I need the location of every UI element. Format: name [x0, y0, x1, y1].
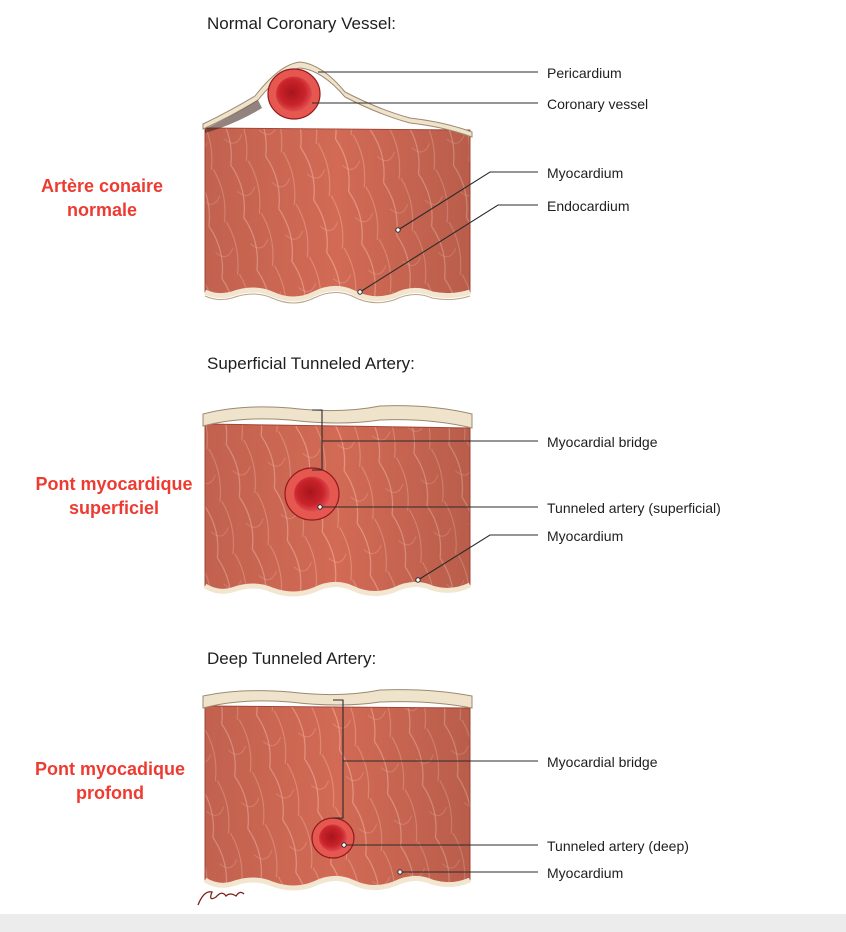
annotation-tunneled-artery-superficial: Tunneled artery (superficial) [547, 500, 721, 516]
superficial-tunneled-block [203, 406, 472, 594]
bottom-band [0, 914, 846, 932]
tunneled-artery-deep [312, 818, 354, 858]
annotation-myocardial-bridge-2: Myocardial bridge [547, 754, 658, 770]
annotation-myocardium-3: Myocardium [547, 865, 623, 881]
annotation-myocardial-bridge-1: Myocardial bridge [547, 434, 658, 450]
pericardium-layer [203, 62, 472, 137]
panel-title-superficial: Superficial Tunneled Artery: [207, 354, 415, 374]
pericardium-layer-3 [203, 690, 472, 708]
side-label-normal: Artère conaire normale [2, 174, 202, 222]
panel-title-normal: Normal Coronary Vessel: [207, 14, 396, 34]
annotation-tunneled-artery-deep: Tunneled artery (deep) [547, 838, 689, 854]
tunneled-artery-superficial [285, 468, 339, 520]
annotation-myocardium-2: Myocardium [547, 528, 623, 544]
annotation-coronary-vessel: Coronary vessel [547, 96, 648, 112]
annotation-pericardium: Pericardium [547, 65, 622, 81]
annotation-endocardium: Endocardium [547, 198, 630, 214]
artist-signature [198, 892, 244, 905]
coronary-vessel [268, 69, 320, 119]
normal-vessel-block [203, 62, 472, 303]
deep-tunneled-block [203, 690, 472, 888]
annotation-myocardium-1: Myocardium [547, 165, 623, 181]
side-label-deep: Pont myocadique profond [10, 757, 210, 805]
side-label-superficial: Pont myocardique superficiel [14, 472, 214, 520]
panel-title-deep: Deep Tunneled Artery: [207, 649, 376, 669]
